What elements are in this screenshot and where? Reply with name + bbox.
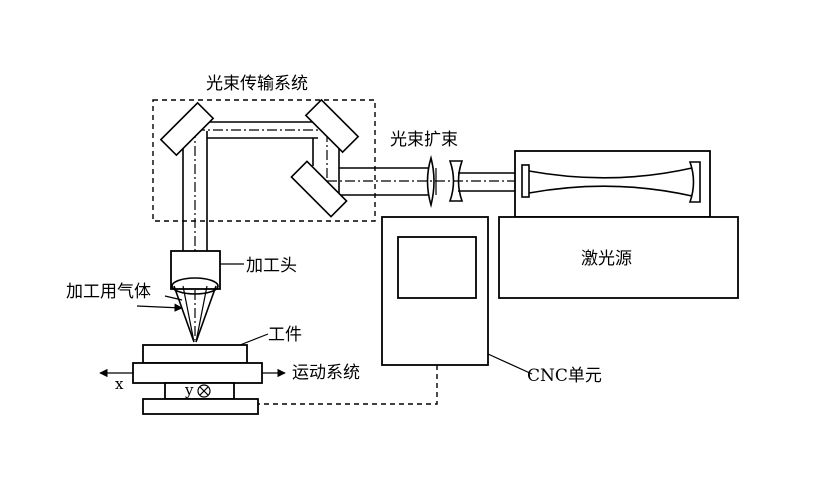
resonator-cavity [521, 161, 701, 203]
workpiece [142, 344, 248, 364]
cnc-control-link [258, 365, 438, 405]
process-gas-leader [164, 295, 183, 301]
y-axis-label: y [184, 381, 194, 399]
processing-head [170, 250, 221, 290]
nozzle-cone [173, 285, 217, 343]
beam-expander [426, 155, 464, 209]
y-stage [164, 382, 235, 400]
laser-source-box [498, 216, 739, 299]
beam-delivery-enclosure [152, 99, 376, 222]
cnc-screen [397, 236, 477, 299]
right-vertical-beam [312, 132, 340, 195]
mirror-lower [290, 160, 348, 218]
circle-cross-icon [197, 384, 211, 398]
cnc-leader-line [487, 353, 533, 375]
beam-expander-label: 光束扩束 [390, 130, 458, 150]
laser-source-label: 激光源 [581, 249, 632, 269]
top-horizontal-beam [195, 121, 330, 139]
base-plate [142, 398, 259, 415]
processing-head-label: 加工头 [246, 256, 297, 276]
focusing-lens [171, 277, 219, 295]
motion-system-label: 运动系统 [292, 363, 360, 383]
workpiece-leader [239, 333, 269, 346]
laser-resonator [514, 150, 711, 218]
process-gas-label: 加工用气体 [66, 282, 151, 302]
process-gas-arrow [136, 303, 183, 312]
beam-delivery-label: 光束传输系统 [206, 74, 308, 94]
workpiece-label: 工件 [268, 325, 302, 345]
x-stage [132, 362, 263, 384]
x-axis-label: x [115, 375, 124, 393]
mirror-top-left [159, 101, 215, 157]
cnc-unit-label: CNC单元 [527, 366, 602, 386]
vertical-beam [182, 128, 208, 340]
mirror-top-right [304, 98, 360, 154]
